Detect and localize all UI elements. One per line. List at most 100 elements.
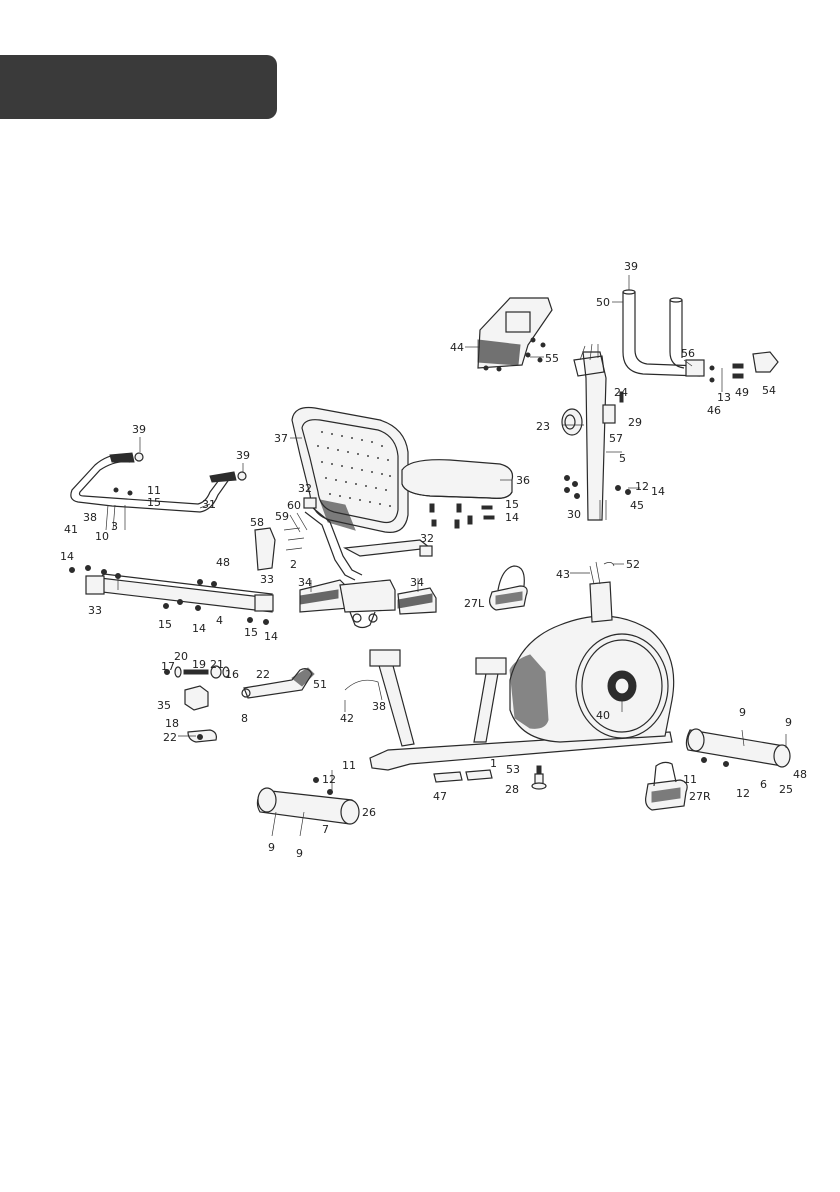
callout: 14 [60,550,74,563]
callout: 14 [505,511,519,524]
callout: 20 [174,650,188,663]
callout: 17 [161,660,175,673]
callout: 57 [609,432,623,445]
handlebar-cover [753,352,778,372]
callout: 31 [202,498,216,511]
callout: 32 [420,532,434,545]
callout: 45 [630,499,644,512]
callout: 26 [362,806,376,819]
callout: 39 [132,423,146,436]
callout: 49 [735,386,749,399]
callout: 7 [322,823,329,836]
callout: 15 [158,618,172,631]
callout: 51 [313,678,327,691]
front-stabilizer [686,729,790,767]
console [478,298,552,371]
seat-rail-cover [255,528,275,570]
leveler-foot [532,766,546,789]
callout: 10 [95,530,109,543]
callout: 11 [683,773,697,786]
callout: 27R [689,790,711,803]
callout: 29 [628,416,642,429]
callout: 14 [192,622,206,635]
callout: 54 [762,384,776,397]
callout: 19 [192,658,206,671]
callout: 38 [372,700,386,713]
callout: 9 [739,706,746,719]
callout: 25 [779,783,793,796]
flywheel-housing [510,616,674,742]
callout: 52 [626,558,640,571]
callout: 30 [567,508,581,521]
callout: 28 [505,783,519,796]
callout: 39 [236,449,250,462]
seat-cushion [402,460,513,528]
callout: 60 [287,499,301,512]
callout: 37 [274,432,288,445]
callout: 53 [506,763,520,776]
callout: 12 [635,480,649,493]
callout: 36 [516,474,530,487]
pedal-left [490,566,528,610]
callout: 6 [760,778,767,791]
callout: 9 [785,716,792,729]
callout: 8 [241,712,248,725]
callout: 33 [88,604,102,617]
callout: 59 [275,510,289,523]
callout: 50 [596,296,610,309]
callout: 12 [322,773,336,786]
callout: 18 [165,717,179,730]
rear-stabilizer [257,770,359,836]
callout: 34 [410,576,424,589]
callout: 27L [464,597,485,610]
callout: 47 [433,790,447,803]
callout: 34 [298,576,312,589]
callout: 33 [260,573,274,586]
callout: 23 [536,420,550,433]
callout: 35 [157,699,171,712]
callout: 58 [250,516,264,529]
callout: 44 [450,341,464,354]
callout: 22 [256,668,270,681]
callout: 14 [651,485,665,498]
callout: 16 [225,668,239,681]
callout: 43 [556,568,570,581]
frame-post-tube [590,562,614,622]
callout: 14 [264,630,278,643]
callout: 40 [596,709,610,722]
pedal-right [646,762,688,810]
callout: 15 [244,626,258,639]
crank-components [165,666,315,742]
callout: 5 [619,452,626,465]
callout: 12 [736,787,750,800]
callout: 39 [624,260,638,273]
callout: 4 [216,614,223,627]
callout: 24 [614,386,628,399]
callout: 46 [707,404,721,417]
callout: 1 [490,757,497,770]
callout: 11 [342,759,356,772]
callout: 42 [340,712,354,725]
callout: 9 [268,841,275,854]
callout: 15 [147,496,161,509]
callout: 15 [505,498,519,511]
callout: 2 [290,558,297,571]
callout: 48 [216,556,230,569]
upper-handlebar [623,290,704,376]
tension-knob [562,409,582,435]
backrest [292,408,408,533]
callout: 48 [793,768,807,781]
callout-labels: 39 50 44 55 56 54 49 13 46 24 29 23 57 5… [60,260,807,860]
callout: 32 [298,482,312,495]
callout: 21 [210,658,224,671]
callout: 13 [717,391,731,404]
callout: 22 [163,731,177,744]
callout: 38 [83,511,97,524]
callout: 3 [111,520,118,533]
callout: 56 [681,347,695,360]
callout: 55 [545,352,559,365]
bracket-57 [603,405,615,423]
callout: 41 [64,523,78,536]
callout: 9 [296,847,303,860]
